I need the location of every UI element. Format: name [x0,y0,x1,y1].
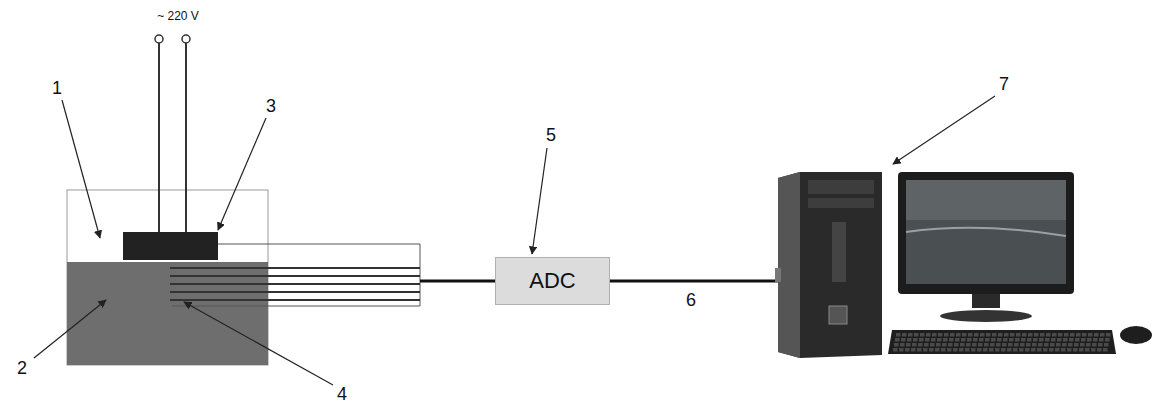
callout-number: 7 [999,75,1009,93]
callout-number: 4 [337,385,347,403]
vessel [67,190,268,365]
cable [610,280,780,283]
leader-lines [34,96,995,385]
terminal [155,35,163,43]
box-label: ADC [529,268,575,294]
callout-number: 1 [52,79,62,97]
terminal [182,35,190,43]
adc-box: ADC [495,257,610,305]
heater [123,232,218,260]
computer [775,172,1152,358]
callout-number: 6 [686,291,696,309]
callout-number: 2 [17,359,27,377]
sample [67,262,268,365]
thermocouples [170,268,420,300]
supply-wire [185,43,187,232]
cable [420,280,495,283]
voltage-label: ~ 220 V [157,10,199,22]
callout-number: 5 [546,126,556,144]
callout-number: 3 [266,97,276,115]
supply-wire [158,43,160,232]
